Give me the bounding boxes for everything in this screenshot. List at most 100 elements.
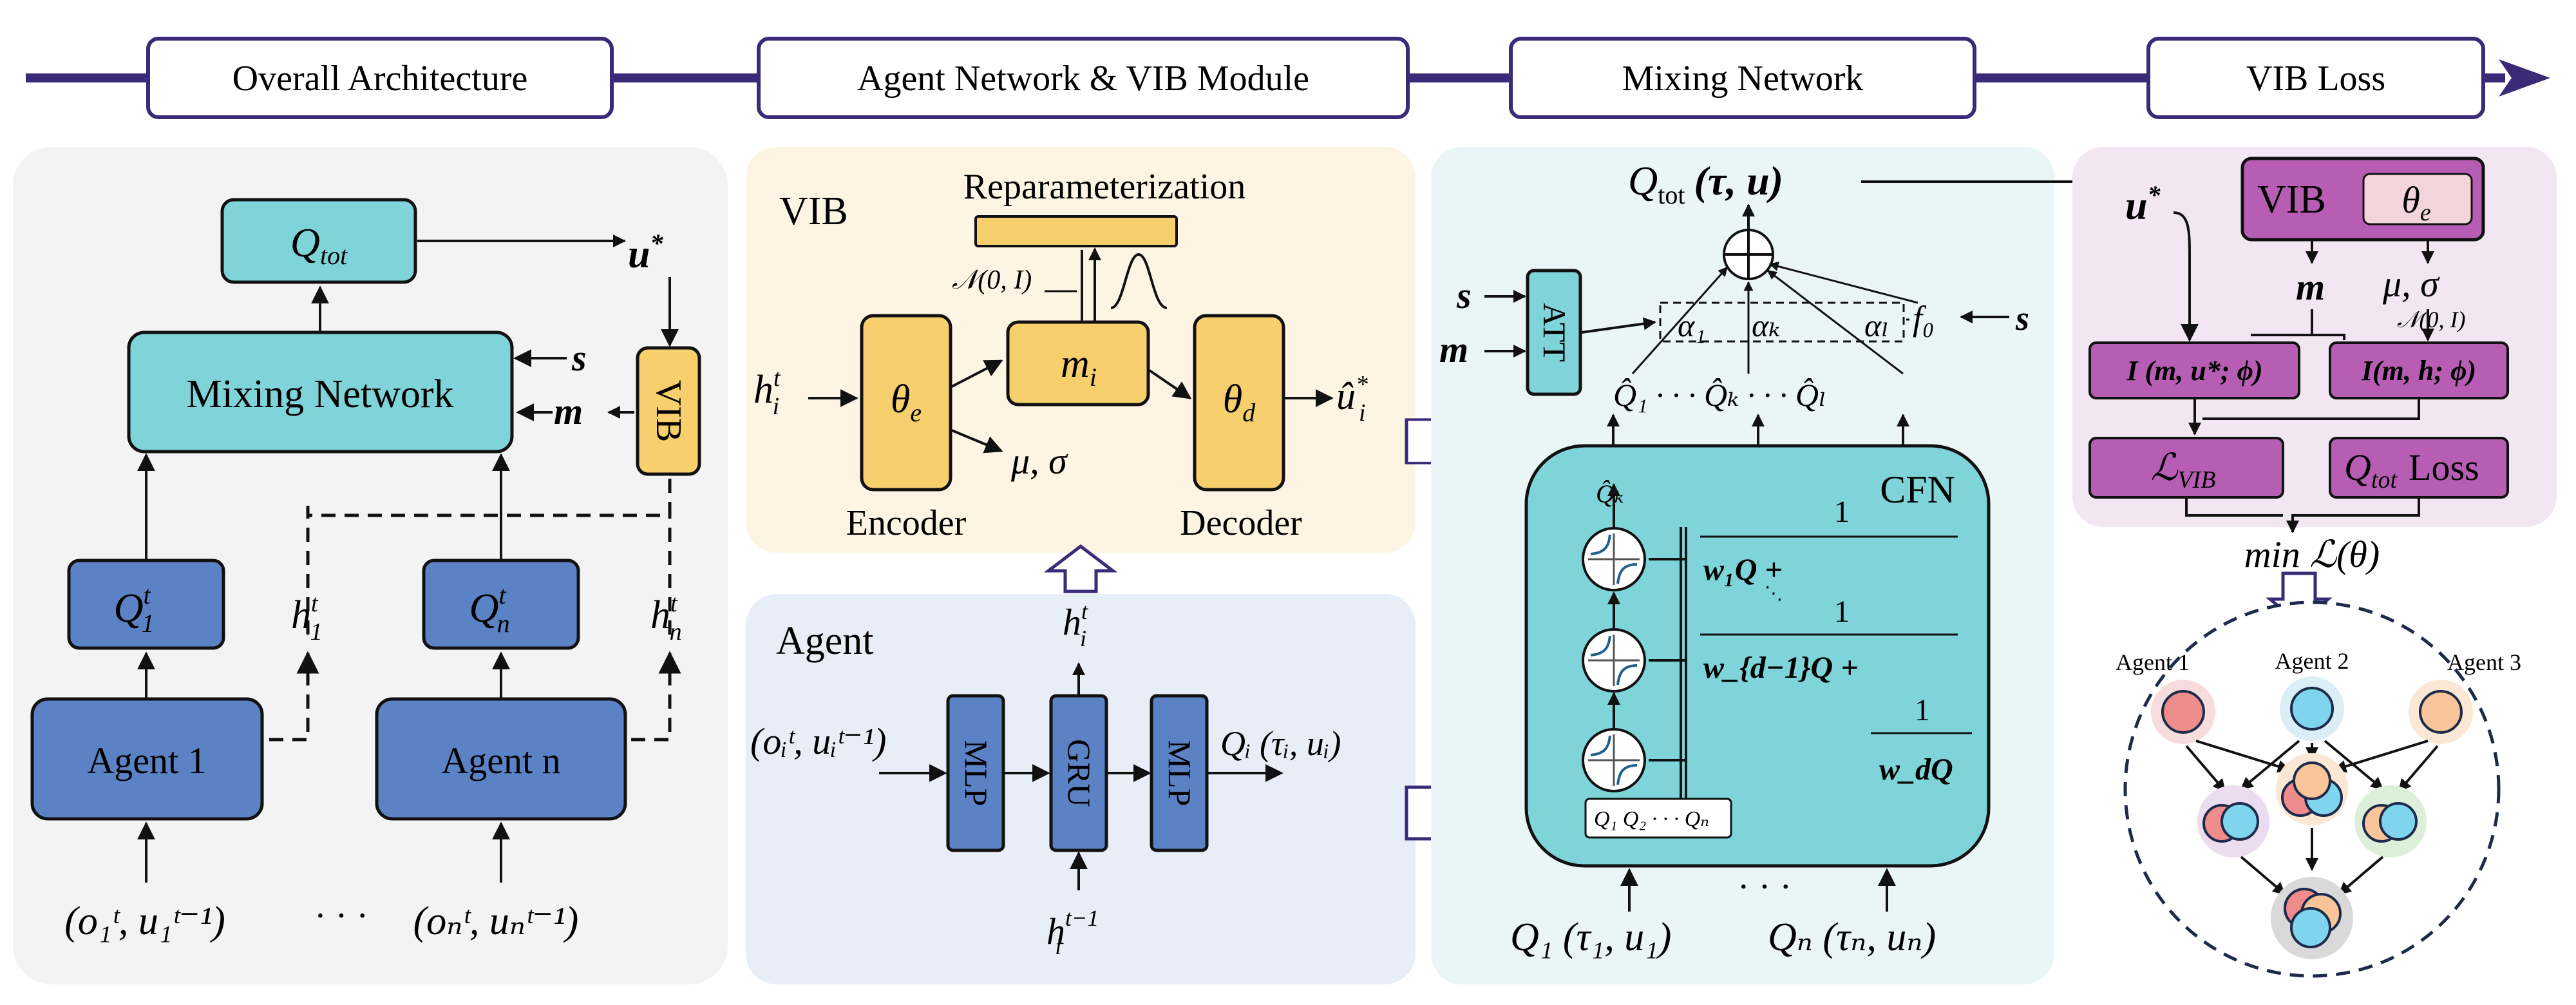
stage-label-agent-vib: Agent Network & VIB Module — [857, 59, 1309, 99]
normal-dist-label: 𝒩(0, I) — [952, 265, 1032, 295]
loss-u-star-label: u* — [2125, 180, 2161, 228]
agent-q-out-label: Qᵢ (τᵢ, uᵢ) — [1220, 724, 1341, 763]
loss-normal-label: 𝒩(0, I) — [2397, 307, 2465, 332]
encoder-label: Encoder — [846, 503, 967, 543]
reparameterization-bar — [974, 215, 1178, 247]
f0-label: f₀ — [1913, 299, 1935, 338]
cfn-label: CFN — [1880, 468, 1955, 511]
sum-plus-mark — [1724, 230, 1773, 279]
agent1-legend-label: Agent 1 — [2116, 649, 2190, 675]
m-to-decoder-arrow — [1148, 369, 1192, 399]
frac3-num: 1 — [1915, 693, 1930, 727]
frac1-num: 1 — [1834, 495, 1850, 529]
timeline-arrowhead-icon — [2499, 59, 2550, 97]
att-label: ATT — [1537, 303, 1573, 362]
cfn-node-top — [1582, 527, 1646, 591]
mlp1-box — [946, 694, 1005, 852]
i1-label: I (m, u*; ϕ) — [2126, 355, 2262, 387]
stage-label-vib-loss: VIB Loss — [2246, 59, 2385, 99]
cfn-node-mid — [1582, 628, 1646, 693]
i1-box — [2088, 341, 2300, 399]
m-label: m — [554, 390, 583, 432]
theta-e-label: θe — [891, 378, 922, 427]
q-tot-label: Qtot — [290, 220, 348, 270]
mix1-to-final-arrow — [2240, 856, 2286, 895]
hn-dashed-arrow — [631, 651, 681, 742]
mixing-network-box — [127, 330, 514, 454]
stage-label-mixing: Mixing Network — [1622, 59, 1864, 99]
mixing-network-label: Mixing Network — [186, 372, 453, 416]
l-vib-label: ℒVIB — [2151, 446, 2216, 493]
q1-to-sum-line — [1631, 266, 1728, 374]
h1-dashed-arrow — [269, 651, 319, 742]
mix-m-label: m — [1439, 329, 1468, 370]
q-list-label: Q₁ Q₂ · · · Qₙ — [1594, 807, 1709, 831]
qhat-row-label: Q̂₁ · · · Q̂ₖ · · · Q̂ₗ — [1613, 377, 1826, 413]
cfn-node-bottom — [1582, 728, 1646, 792]
decoder-label: Decoder — [1180, 503, 1302, 543]
alpha1-label: α₁ — [1678, 307, 1706, 343]
loss-mu-sigma-label: μ, σ — [2382, 263, 2440, 305]
m-i-box — [1006, 320, 1150, 407]
a1-to-mix1-arrow — [2185, 745, 2226, 792]
mixed-node-left-icon — [2197, 785, 2269, 857]
m-to-i2-line — [2312, 334, 2345, 340]
mlp2-label: MLP — [1162, 740, 1198, 807]
decoder-box — [1193, 314, 1285, 492]
q-list-box — [1584, 798, 1732, 839]
mixing-network-panel: Qtot(τ, u) s m ATT α₁ αₖ αₗ f₀ s Q̂₁ · ·… — [1431, 147, 2138, 984]
i2-to-lvib-line — [2202, 399, 2420, 420]
stage-box-vib-loss: VIB Loss — [2146, 37, 2485, 119]
loss-vib-label: VIB — [2257, 178, 2326, 222]
encoder-to-musigma-arrow — [951, 429, 1003, 454]
q-tot-loss-box — [2329, 437, 2509, 499]
q1-box — [67, 559, 225, 650]
agents-ellipsis: · · · — [314, 896, 368, 936]
ustar-to-i1-arrow — [2173, 211, 2199, 342]
vib-panel-title: VIB — [779, 189, 848, 233]
mix-s-label: s — [1456, 274, 1472, 316]
a3-to-mix2-arrow — [2333, 740, 2429, 773]
u-hat-label: û*i — [1336, 371, 1368, 426]
theta-d-label: θd — [1223, 378, 1256, 427]
m-i-label: mi — [1061, 342, 1097, 392]
u-star-label: u* — [628, 229, 663, 276]
agent-input-label: (oᵢᵗ, uᵢᵗ⁻¹) — [750, 720, 886, 762]
mix-qn-input-label: Qₙ (τₙ, uₙ) — [1768, 915, 1936, 959]
agentn-label: Agent n — [441, 740, 560, 781]
loss-theta-label: θe — [2401, 179, 2431, 226]
vib-label: VIB — [649, 380, 688, 442]
att-to-alpha-arrow — [1581, 317, 1656, 334]
cfn-qhat-k-label: Q̂ₖ — [1596, 479, 1624, 508]
gru-box — [1049, 694, 1108, 852]
agent1-label: Agent 1 — [87, 740, 206, 781]
f0-to-sum-arrow — [1768, 262, 1918, 304]
frac-dots: ⋱ — [1765, 584, 1783, 604]
agent2-node-icon — [2280, 676, 2344, 741]
l-vib-box — [2088, 437, 2284, 499]
input1-label: (o₁ᵗ, u₁ᵗ⁻¹) — [64, 899, 225, 943]
agentn-box — [375, 697, 627, 821]
agent-panel-title: Agent — [776, 619, 874, 663]
agent2-legend-label: Agent 2 — [2275, 648, 2349, 674]
header-timeline: Overall Architecture Agent Network & VIB… — [26, 37, 2550, 119]
mix-ellipsis: · · · — [1738, 867, 1792, 907]
stage-box-overall: Overall Architecture — [146, 37, 614, 119]
stage-box-mixing: Mixing Network — [1509, 37, 1976, 119]
agent1-node-icon — [2151, 680, 2215, 744]
mix-q1-input-label: Q₁ (τ₁, u₁) — [1510, 915, 1671, 959]
frac1-den: w₁Q + — [1703, 553, 1783, 587]
mu-sigma-label: μ, σ — [1010, 440, 1068, 482]
agent1-box — [30, 697, 264, 821]
encoder-box — [860, 314, 952, 492]
a3-to-mix3-arrow — [2398, 745, 2439, 792]
